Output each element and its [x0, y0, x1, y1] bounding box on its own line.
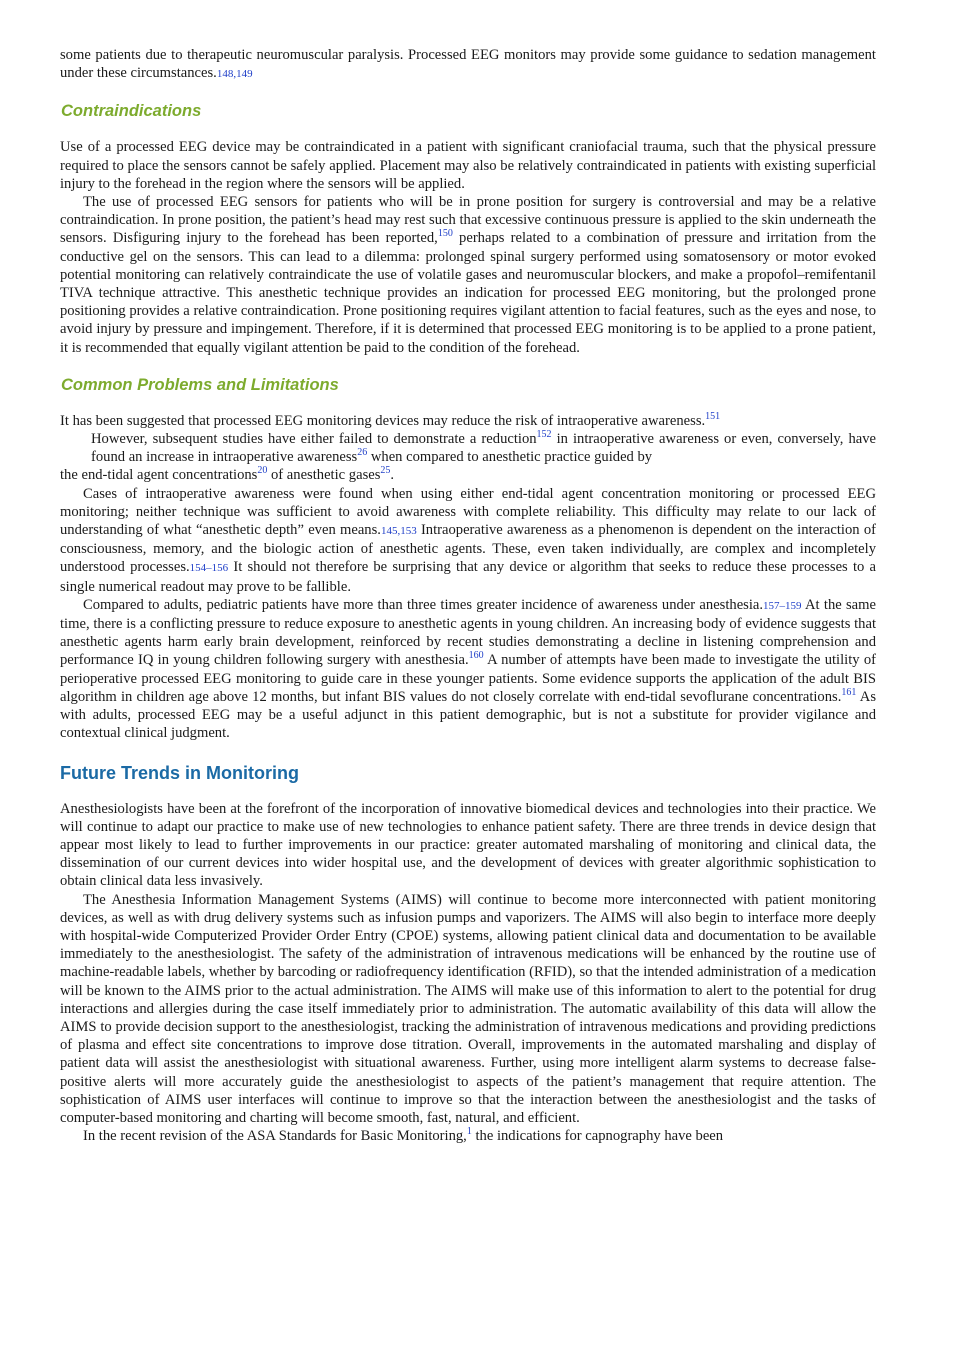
citation-link[interactable]: 152 — [536, 429, 552, 441]
problems-paragraph-continuation: the end-tidal agent concentrations20 of … — [60, 465, 395, 484]
section-heading-common-problems: Common Problems and Limitations — [61, 375, 339, 394]
contraindications-paragraph-2: The use of processed EEG sensors for pat… — [60, 194, 876, 356]
problems-paragraph-1: It has been suggested that processed EEG… — [60, 410, 721, 429]
citation-link[interactable]: 26 — [357, 447, 368, 459]
citation-link[interactable]: 160 — [468, 650, 484, 662]
problems-paragraph-2: Cases of intraoperative awareness were f… — [60, 485, 876, 595]
citation-link[interactable]: 154–156 — [189, 562, 229, 575]
citation-link[interactable]: 150 — [437, 228, 453, 240]
future-paragraph-1: Anesthesiologists have been at the foref… — [60, 800, 876, 890]
citation-link[interactable]: 161 — [841, 687, 857, 699]
future-paragraph-2: The Anesthesia Information Management Sy… — [60, 891, 876, 1126]
section-heading-contraindications: Contraindications — [61, 102, 202, 121]
citation-link[interactable]: 25 — [380, 465, 391, 477]
document-page: some patients due to therapeutic neuromu… — [60, 46, 876, 1145]
citation-link[interactable]: 20 — [257, 465, 268, 477]
section-heading-future-trends: Future Trends in Monitoring — [60, 762, 299, 783]
citation-link[interactable]: 151 — [705, 410, 721, 422]
citation-link[interactable]: 145,153 — [380, 525, 417, 538]
citation-link[interactable]: 157–159 — [763, 599, 802, 612]
intro-paragraph: some patients due to therapeutic neuromu… — [60, 47, 876, 82]
contraindications-paragraph-1: Use of a processed EEG device may be con… — [60, 139, 876, 192]
future-paragraph-3: In the recent revision of the ASA Standa… — [83, 1126, 724, 1145]
problems-quote-block: However, subsequent studies have either … — [91, 429, 876, 466]
problems-paragraph-3: Compared to adults, pediatric patients h… — [60, 596, 877, 742]
citation-link[interactable]: 148,149 — [216, 68, 253, 81]
citation-link[interactable]: 1 — [466, 1126, 472, 1138]
